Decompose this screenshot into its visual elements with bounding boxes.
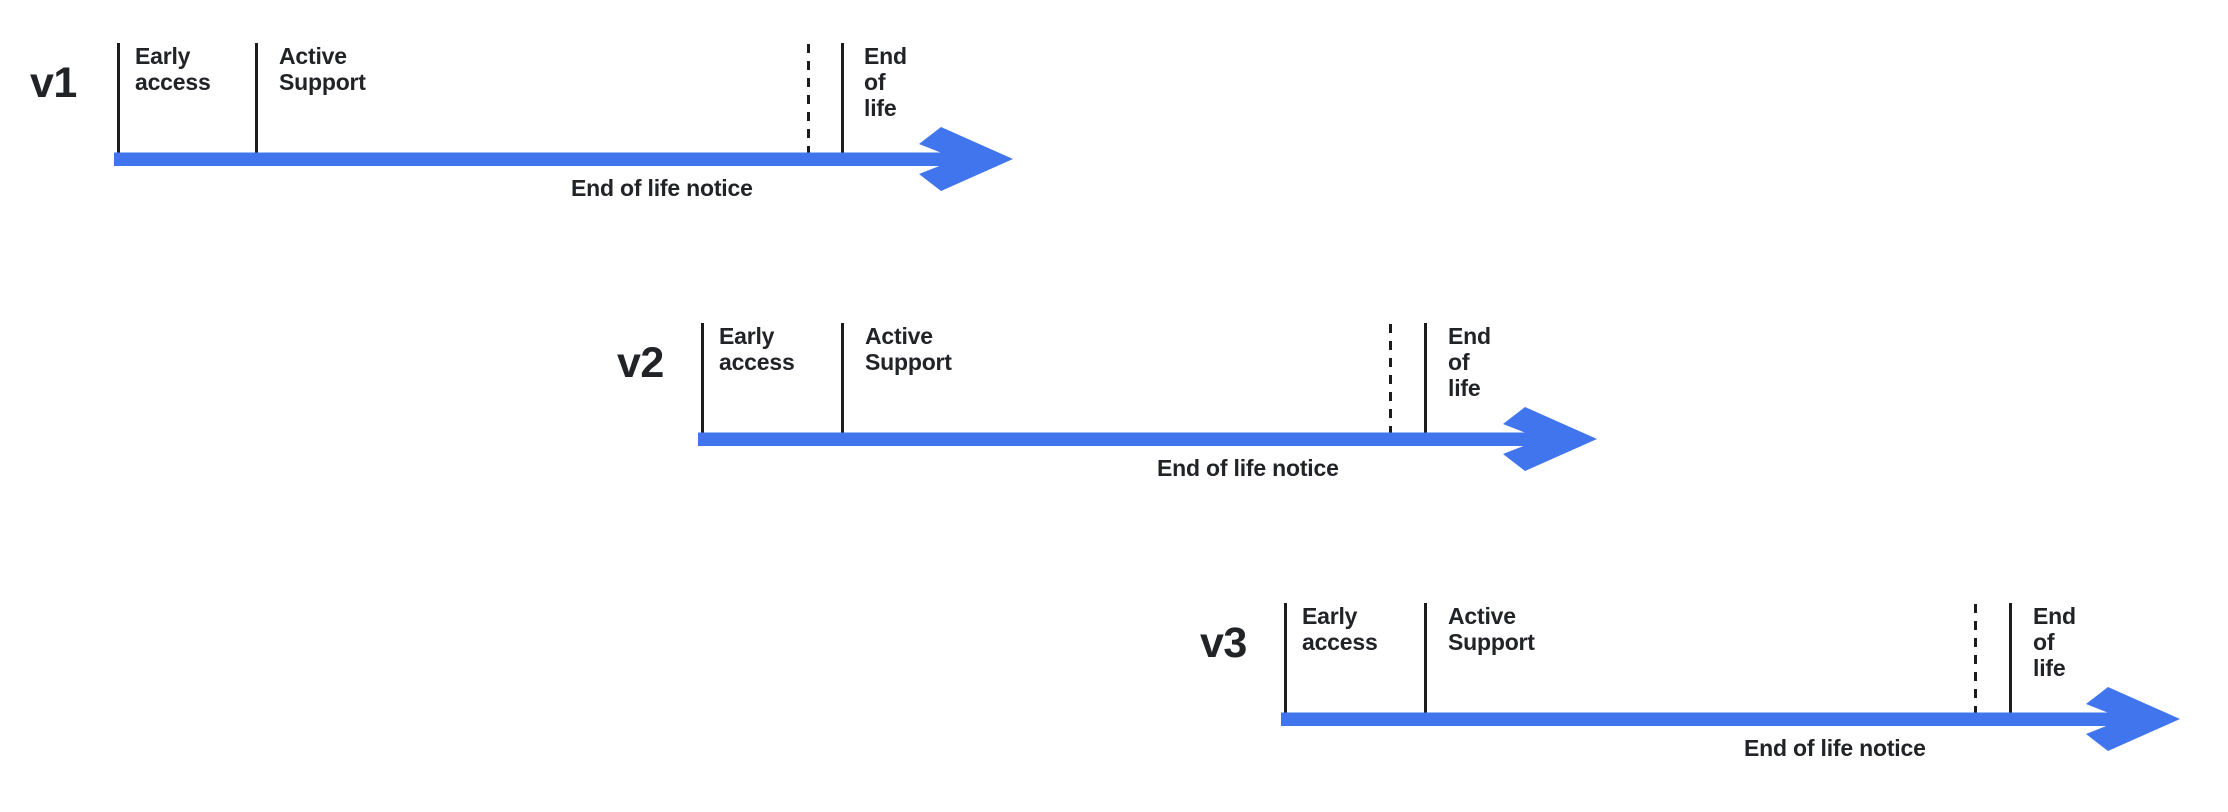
timeline-arrow-v2 — [698, 407, 1597, 471]
phase-divider-eol-notice-v1 — [807, 44, 810, 153]
phase-label-early-access-v3: Early access — [1302, 603, 1378, 655]
phase-divider-end-of-life-start-v2 — [1424, 323, 1427, 433]
timeline-arrow-v3 — [1281, 687, 2180, 751]
phase-label-end-of-life-v3: End of life — [2033, 603, 2076, 681]
phase-label-active-support-v1: Active Support — [279, 43, 366, 95]
phase-label-active-support-v2: Active Support — [865, 323, 952, 375]
version-label-v3: v3 — [1200, 619, 1247, 667]
phase-divider-early-access-start-v2 — [701, 323, 704, 433]
phase-divider-active-support-start-v1 — [255, 43, 258, 153]
phase-divider-eol-notice-v2 — [1389, 324, 1392, 433]
phase-divider-eol-notice-v3 — [1974, 604, 1977, 713]
phase-label-early-access-v2: Early access — [719, 323, 795, 375]
version-label-v1: v1 — [30, 59, 77, 107]
version-label-v2: v2 — [617, 339, 664, 387]
phase-label-end-of-life-v1: End of life — [864, 43, 907, 121]
notice-label-v3: End of life notice — [1744, 735, 1926, 761]
phase-divider-early-access-start-v3 — [1284, 603, 1287, 713]
phase-divider-early-access-start-v1 — [117, 43, 120, 153]
phase-label-early-access-v1: Early access — [135, 43, 211, 95]
timeline-arrow-v1 — [114, 127, 1013, 191]
phase-divider-active-support-start-v3 — [1424, 603, 1427, 713]
phase-label-end-of-life-v2: End of life — [1448, 323, 1491, 401]
phase-divider-end-of-life-start-v1 — [841, 43, 844, 153]
notice-label-v1: End of life notice — [571, 175, 753, 201]
phase-divider-end-of-life-start-v3 — [2009, 603, 2012, 713]
phase-label-active-support-v3: Active Support — [1448, 603, 1535, 655]
notice-label-v2: End of life notice — [1157, 455, 1339, 481]
phase-divider-active-support-start-v2 — [841, 323, 844, 433]
